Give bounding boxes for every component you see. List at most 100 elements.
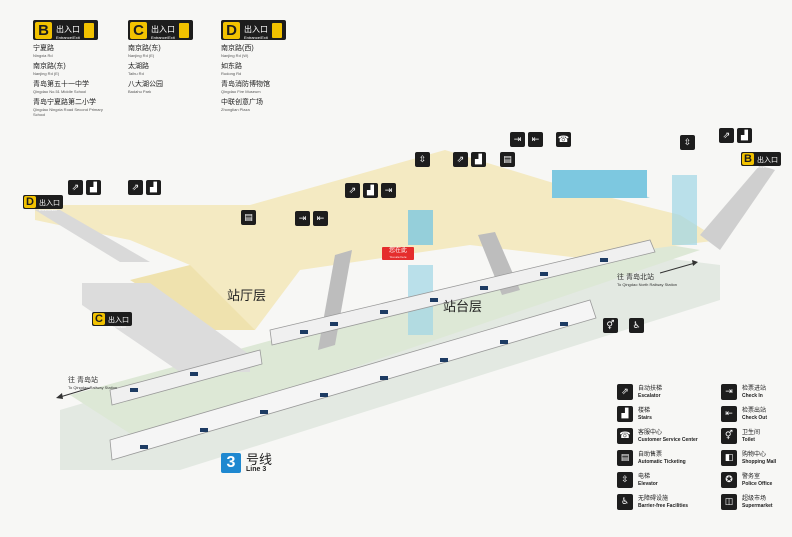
check-in-icon: ⇥ — [381, 183, 396, 198]
elevator-shaft-concourse — [408, 210, 433, 245]
sign-group: ⇗▟ — [128, 180, 161, 195]
ticketing-icon: ▤ — [500, 152, 515, 167]
check-out-icon: ⇤ — [313, 211, 328, 226]
police-icon: ✪ — [721, 472, 737, 488]
line-number: 3 — [221, 453, 241, 473]
platform-floor — [70, 240, 700, 440]
sign-group: ⇗▟ — [453, 152, 486, 167]
exit-letter: D — [223, 21, 240, 39]
exit-d-passage — [35, 210, 150, 262]
sign-group: ⚥♿ — [603, 318, 644, 333]
check-in-icon: ⇥ — [510, 132, 525, 147]
sign-group: ⇳ — [680, 135, 695, 150]
escalator-icon: ⇗ — [128, 180, 143, 195]
ticketing-icon: ▤ — [617, 450, 633, 466]
exit-label-en: Entrance/Exit — [151, 35, 175, 40]
exit-label-en: Entrance/Exit — [244, 35, 268, 40]
list-item: 南京路(西)Nanjing Rd (W) — [221, 45, 254, 58]
customer-service-icon: ☎ — [556, 132, 571, 147]
toilet-icon: ⚥ — [721, 428, 737, 444]
direction-arrow-right — [659, 262, 696, 274]
check-in-icon: ⇥ — [295, 211, 310, 226]
sign-group: ⇥⇤ — [295, 211, 328, 226]
exit-b-passage — [700, 165, 775, 250]
direction-arrow-left — [59, 387, 91, 398]
stairs-icon: ▟ — [471, 152, 486, 167]
stairs-icon: ▟ — [146, 180, 161, 195]
exit-letter: B — [35, 21, 52, 39]
escalator-icon: ⇗ — [453, 152, 468, 167]
list-item: 南京路(东)Nanjing Rd (E) — [128, 45, 161, 58]
sign-group: ▤ — [241, 210, 256, 225]
elevator-icon: ⇳ — [680, 135, 695, 150]
sign-group: ⇗▟ — [719, 128, 752, 143]
concourse-level-label: 站厅层 — [227, 288, 267, 303]
ticketing-icon: ▤ — [241, 210, 256, 225]
platform-level-label: 站台层 — [443, 299, 483, 314]
train-front — [109, 299, 597, 461]
exit-label: 出入口 — [244, 25, 268, 34]
exit-person-icon — [179, 22, 189, 38]
exit-person-icon — [84, 22, 94, 38]
accessible-icon: ♿ — [629, 318, 644, 333]
elevator-shaft-right — [672, 175, 697, 245]
stairs-icon: ▟ — [86, 180, 101, 195]
sign-group: ⇳ — [415, 152, 430, 167]
stairs-icon: ▟ — [363, 183, 378, 198]
shopping-icon: ◧ — [721, 450, 737, 466]
exit-person-icon — [272, 22, 282, 38]
escalator-icon: ⇗ — [719, 128, 734, 143]
supermarket-icon: ◫ — [721, 494, 737, 510]
customer-service-icon: ☎ — [617, 428, 633, 444]
exit-c-passage — [82, 283, 250, 372]
stairs-icon: ▟ — [617, 406, 633, 422]
check-out-icon: ⇤ — [721, 406, 737, 422]
check-out-icon: ⇤ — [528, 132, 543, 147]
exit-label: 出入口 — [56, 25, 80, 34]
stairs-icon: ▟ — [737, 128, 752, 143]
list-item: 南京路(东)Nanjing Rd (E) — [33, 63, 66, 76]
escalator-icon: ⇗ — [68, 180, 83, 195]
exit-label: 出入口 — [151, 25, 175, 34]
sign-group: ▤ — [500, 152, 515, 167]
sign-group: ⇗▟ — [68, 180, 101, 195]
exit-label-en: Entrance/Exit — [56, 35, 80, 40]
line-name-en: Line 3 — [246, 466, 267, 473]
escalator-icon: ⇗ — [617, 384, 633, 400]
line-name: 号线 — [246, 452, 273, 467]
escalator-icon: ⇗ — [345, 183, 360, 198]
sign-group: ⇗▟⇥ — [345, 183, 396, 198]
exit-letter: C — [130, 21, 147, 39]
